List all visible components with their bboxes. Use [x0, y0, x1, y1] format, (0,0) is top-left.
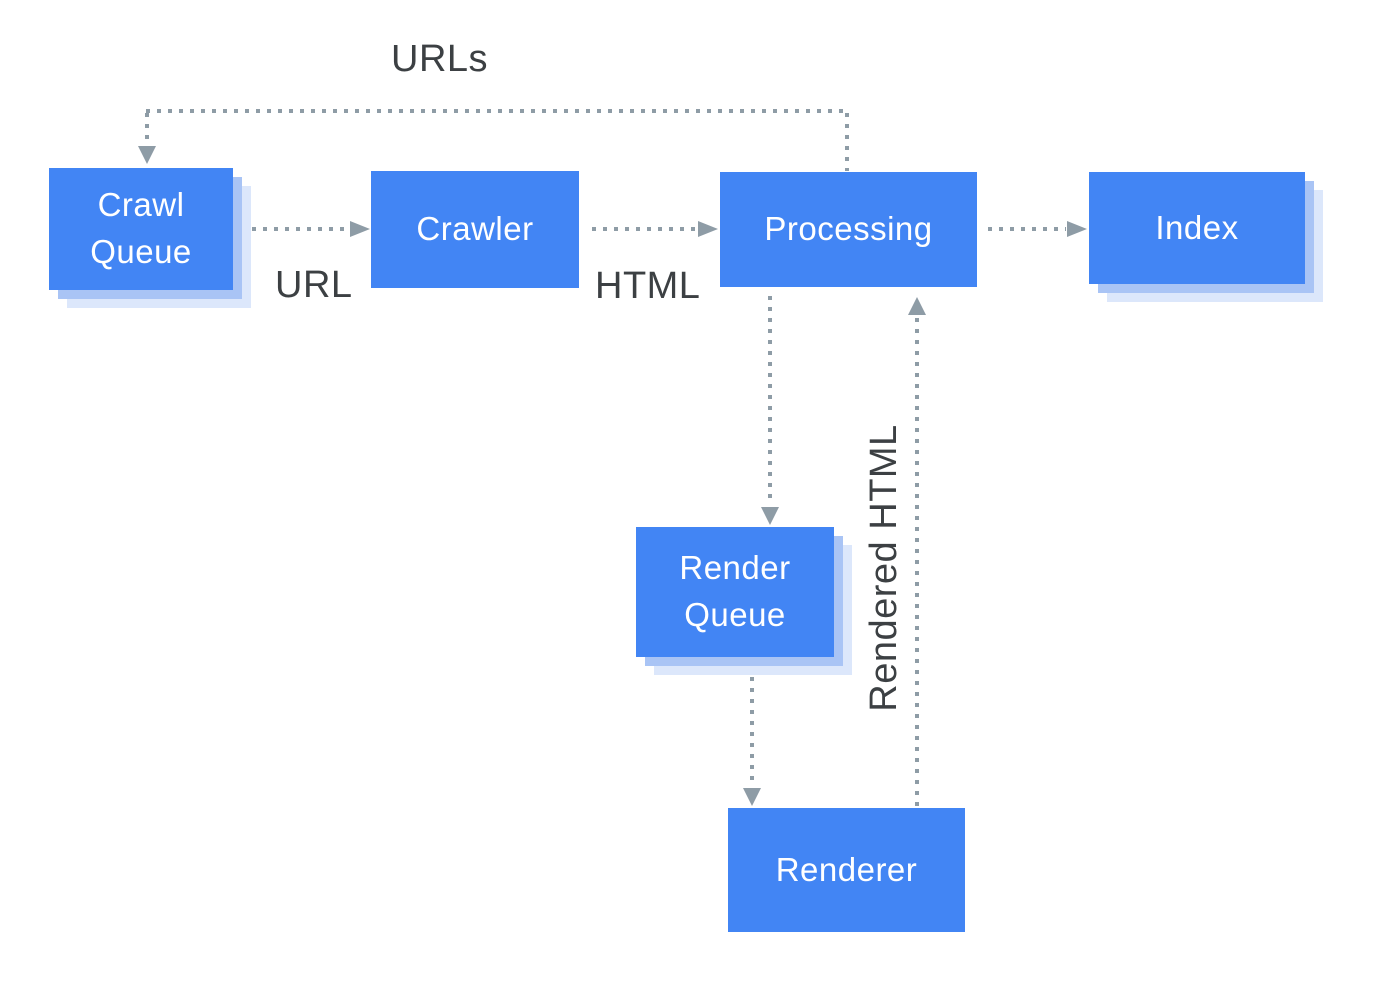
- arrowhead-up-into-processing: [908, 297, 926, 315]
- arrowhead-into-crawler: [350, 221, 370, 237]
- arrowhead-into-index: [1067, 221, 1087, 237]
- node-processing: Processing: [720, 172, 977, 287]
- edge-processing-renderqueue: [768, 296, 772, 504]
- node-index-label: Index: [1155, 208, 1239, 246]
- node-renderer: Renderer: [728, 808, 965, 932]
- node-crawler: Crawler: [371, 171, 579, 288]
- edge-processing-crawlqueue-horizontal: [146, 109, 848, 113]
- edge-crawlqueue-crawler: [252, 227, 350, 231]
- edge-crawler-processing: [592, 227, 696, 231]
- node-index: Index: [1089, 172, 1305, 284]
- node-crawl-queue-label: Crawl Queue: [90, 186, 192, 270]
- node-crawl-queue: Crawl Queue: [49, 168, 233, 290]
- node-render-queue-label: Render Queue: [679, 549, 791, 633]
- node-render-queue: Render Queue: [636, 527, 834, 657]
- edge-renderer-processing: [915, 318, 919, 806]
- edge-label-url: URL: [275, 264, 353, 306]
- arrowhead-into-renderer: [743, 788, 761, 806]
- arrowhead-into-render-queue: [761, 507, 779, 525]
- edge-label-rendered-html: Rendered HTML: [863, 424, 905, 712]
- node-processing-label: Processing: [764, 210, 933, 248]
- arrowhead-into-crawl-queue: [138, 146, 156, 164]
- node-crawler-label: Crawler: [416, 210, 534, 248]
- node-renderer-label: Renderer: [775, 850, 918, 888]
- edge-processing-crawlqueue-down-segment: [145, 113, 149, 145]
- arrowhead-into-processing: [698, 221, 718, 237]
- edge-renderqueue-renderer: [750, 666, 754, 786]
- edge-processing-index: [988, 227, 1066, 231]
- edge-label-html: HTML: [595, 265, 701, 307]
- edge-label-urls: URLs: [391, 38, 489, 80]
- edge-processing-crawlqueue-up-segment: [845, 113, 849, 171]
